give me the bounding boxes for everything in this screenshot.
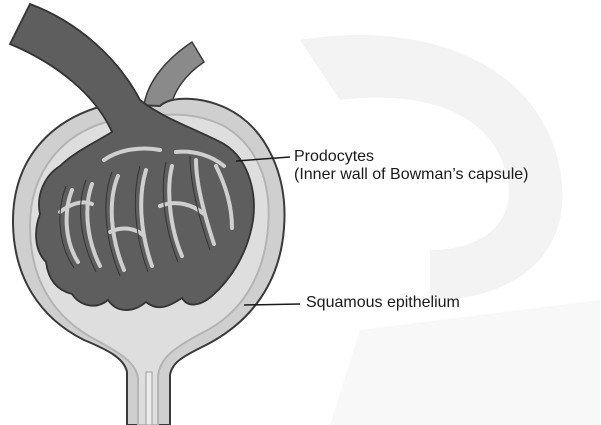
prodocytes-label: Prodocytes xyxy=(294,148,374,165)
squamous-leader-line xyxy=(244,304,300,305)
tubule-lumen xyxy=(146,372,152,425)
squamous-epithelium-label: Squamous epithelium xyxy=(306,294,460,311)
inner-wall-label: (Inner wall of Bowman’s capsule) xyxy=(294,166,528,183)
